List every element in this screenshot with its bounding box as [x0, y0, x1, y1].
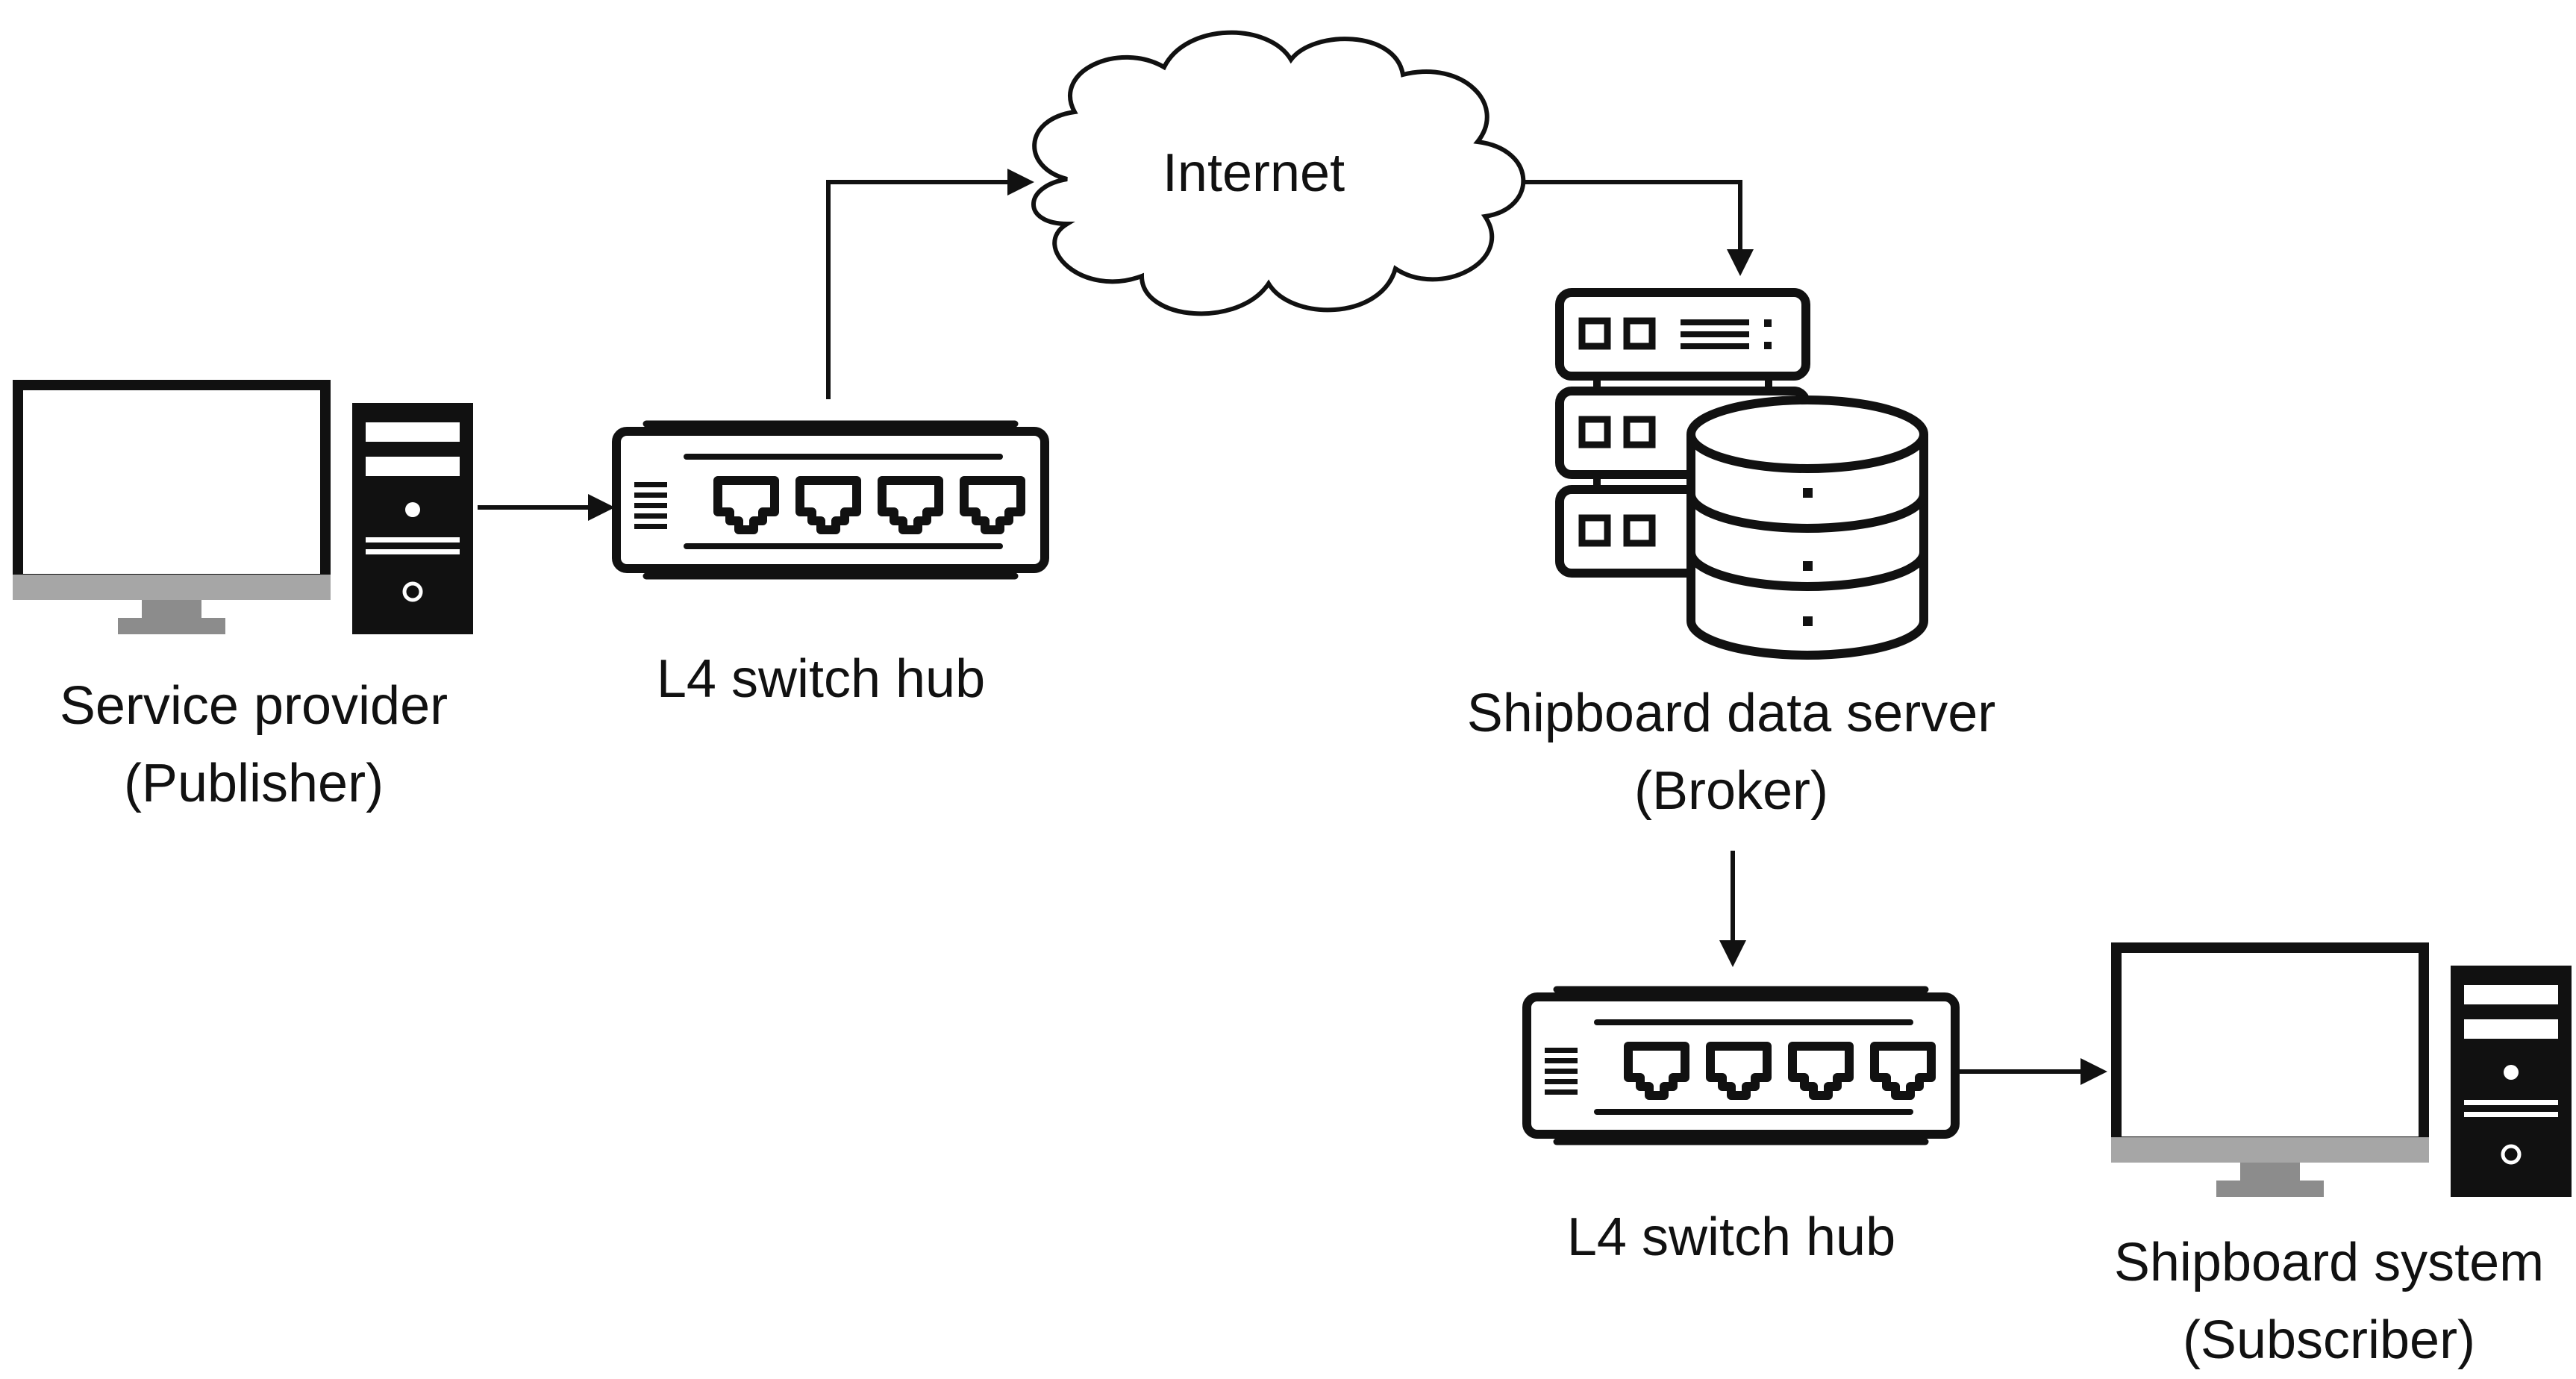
network-switch-icon: [1527, 989, 1955, 1142]
subscriber-role: (Subscriber): [2182, 1310, 2476, 1370]
connectors: [478, 169, 2107, 1085]
arrow-switch-to-internet: [826, 169, 1034, 399]
publisher-name: Service provider: [59, 676, 448, 736]
broker-name: Shipboard data server: [1466, 684, 1996, 743]
arrow-internet-to-server: [1513, 180, 1754, 276]
publisher-label: Service provider (Publisher): [22, 667, 485, 822]
internet-name: Internet: [1162, 143, 1345, 203]
desktop-computer-icon: [2111, 948, 2572, 1197]
broker-label: Shipboard data server (Broker): [1403, 675, 2060, 830]
subscriber-name: Shipboard system: [2113, 1233, 2545, 1292]
internet-label: Internet: [1090, 134, 1418, 212]
broker-role: (Broker): [1634, 761, 1828, 821]
bottom-switch-label: L4 switch hub: [1500, 1198, 1963, 1276]
top-switch-label: L4 switch hub: [590, 640, 1052, 718]
server-database-icon: [1555, 288, 1928, 660]
desktop-computer-icon: [13, 385, 473, 634]
subscriber-label: Shipboard system (Subscriber): [2082, 1224, 2576, 1379]
publisher-role: (Publisher): [123, 754, 384, 813]
network-switch-icon: [616, 424, 1045, 576]
cloud-icon: [1031, 30, 1526, 316]
top-switch-name: L4 switch hub: [656, 649, 986, 709]
bottom-switch-name: L4 switch hub: [1566, 1207, 1896, 1267]
